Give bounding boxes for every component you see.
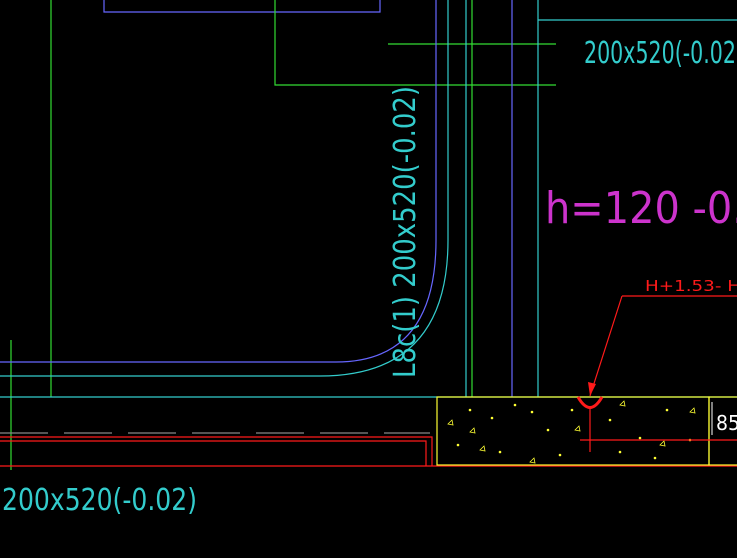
green-bracket [274,0,556,86]
box-number: 85 [716,411,737,435]
beam-curve-inner [0,239,449,377]
red-wall-mid [0,440,427,466]
red-wall-top [0,436,433,466]
concrete-section [436,396,710,466]
concrete-section-right [708,396,737,466]
leader-arrow [588,382,596,396]
concrete-hatch [447,400,696,464]
elevation-symbol [576,396,604,409]
leader-line [589,295,737,397]
elevation-label: H+1.53- H [645,277,737,295]
beam-label-top: 200x520(-0.02) [584,36,737,71]
beam-label-vertical: L8c(1) 200x520(-0.02) [388,86,423,378]
slab-label: h=120 -0. [545,183,737,234]
top-room-outline [103,0,381,13]
beam-label-bottom: 200x520(-0.02) [2,483,197,518]
beam-curve-outer [0,239,437,363]
